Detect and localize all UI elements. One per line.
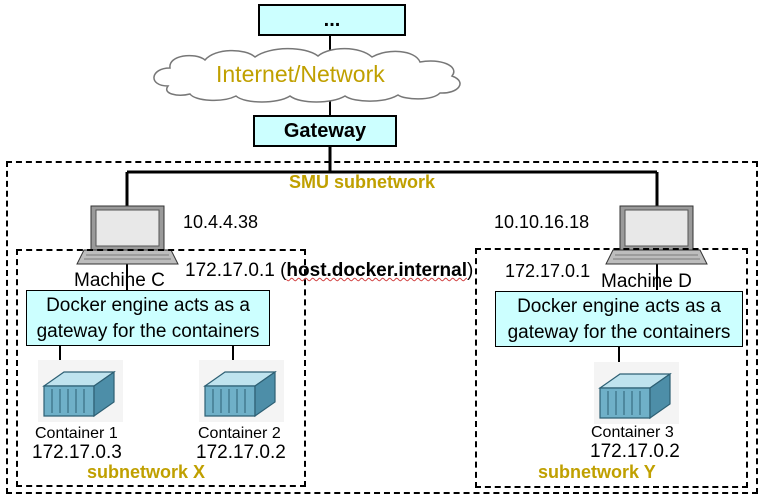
hostname-close-paren: ): [466, 260, 474, 281]
container-icon: [594, 362, 679, 424]
subnetwork-y-label: subnetwork Y: [538, 462, 656, 482]
engine-note-line1: Docker engine acts as a: [517, 296, 721, 317]
hostname-open-paren: (: [280, 260, 287, 281]
machine-c-external-ip: 10.4.4.38: [183, 212, 259, 232]
machine-d-external-ip: 10.10.16.18: [494, 212, 590, 232]
laptop-icon: [605, 205, 708, 265]
machine-d-internal-ip: 172.17.0.1: [505, 261, 591, 281]
machine-c-internal-ip: 172.17.0.1: [185, 260, 275, 281]
host-docker-internal-label: host.docker.internal: [286, 260, 467, 281]
cloud-label: Internet/Network: [216, 61, 385, 87]
smu-subnetwork-boundary: [6, 161, 758, 494]
upstream-node-box: ...: [258, 4, 406, 36]
subnetwork-y-boundary: [475, 248, 748, 488]
container-1-name: Container 1: [35, 425, 118, 442]
machine-c-internal-address: 172.17.0.1 (host.docker.internal): [185, 260, 473, 282]
machine-c-label: Machine C: [74, 270, 165, 291]
container-3-ip: 172.17.0.2: [590, 441, 680, 462]
container-icon: [38, 360, 123, 422]
machine-d-engine-note: Docker engine acts as a gateway for the …: [495, 291, 743, 347]
gateway-label: Gateway: [283, 119, 367, 142]
laptop-icon: [76, 205, 179, 265]
machine-d-label: Machine D: [601, 271, 692, 292]
engine-note-line1: Docker engine acts as a: [46, 295, 250, 316]
machine-c-engine-note: Docker engine acts as a gateway for the …: [26, 290, 270, 346]
cloud-shape: [153, 47, 461, 103]
subnetwork-x-boundary: [16, 249, 306, 487]
smu-subnetwork-label: SMU subnetwork: [289, 172, 436, 192]
container-2-ip: 172.17.0.2: [196, 442, 286, 463]
container-3-name: Container 3: [591, 424, 674, 441]
engine-note-line2: gateway for the containers: [507, 322, 731, 343]
container-icon: [199, 360, 284, 422]
container-1-ip: 172.17.0.3: [32, 442, 122, 463]
subnetwork-x-label: subnetwork X: [87, 462, 206, 482]
engine-note-line2: gateway for the containers: [36, 321, 260, 342]
container-2-name: Container 2: [198, 425, 281, 442]
gateway-box: Gateway: [253, 115, 397, 147]
upstream-node-label: ...: [323, 8, 341, 31]
